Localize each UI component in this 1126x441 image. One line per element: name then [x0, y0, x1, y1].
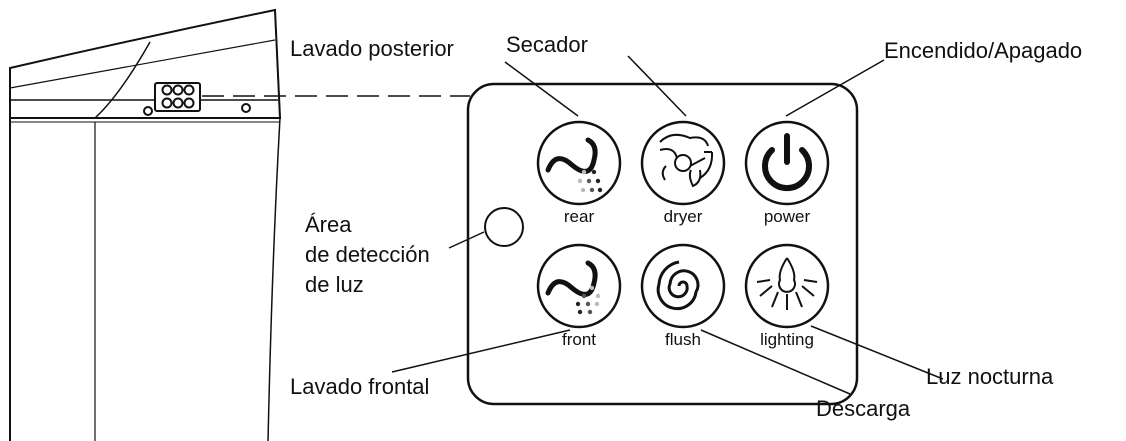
- button-icons: [536, 120, 830, 329]
- callout-front: Lavado frontal: [290, 374, 430, 399]
- callout-rear: Lavado posterior: [290, 36, 454, 61]
- front-button[interactable]: [539, 246, 619, 326]
- callout-dryer: Secador: [506, 32, 588, 57]
- callout-flush: Descarga: [816, 396, 911, 421]
- lighting-button[interactable]: [747, 246, 827, 326]
- callout-sensor-line1: Área: [305, 212, 352, 237]
- rear-wash-icon: [536, 120, 622, 206]
- lighting-bulb-icon: [744, 243, 830, 329]
- rear-button-label: rear: [563, 207, 595, 226]
- callout-sensor-line3: de luz: [305, 272, 364, 297]
- power-icon: [744, 120, 830, 206]
- flush-button-label: flush: [665, 330, 701, 349]
- light-sensor: [484, 207, 524, 247]
- dryer-button[interactable]: [643, 123, 723, 203]
- flush-button[interactable]: [643, 246, 723, 326]
- mini-control-panel: [154, 82, 201, 112]
- front-button-label: front: [561, 330, 597, 349]
- front-wash-icon: [536, 243, 622, 329]
- rear-button[interactable]: [539, 123, 619, 203]
- callout-sensor-line2: de detección: [305, 242, 430, 267]
- panel-outline: [466, 82, 859, 406]
- power-button-label: power: [763, 207, 811, 226]
- callout-power: Encendido/Apagado: [884, 38, 1083, 63]
- dryer-button-label: dryer: [663, 207, 703, 226]
- callout-lighting: Luz nocturna: [926, 364, 1054, 389]
- toilet-body: [9, 8, 282, 441]
- dryer-fan-icon: [640, 120, 726, 206]
- leader-lines: [391, 55, 944, 395]
- flush-swirl-icon: [640, 243, 726, 329]
- lighting-button-label: lighting: [760, 330, 814, 349]
- power-button[interactable]: [747, 123, 827, 203]
